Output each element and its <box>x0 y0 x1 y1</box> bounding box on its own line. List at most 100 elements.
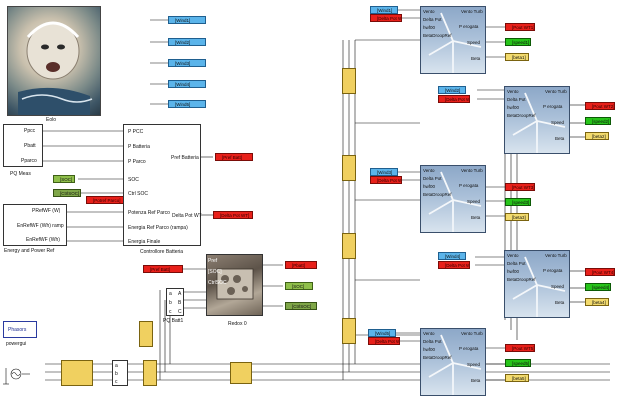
turbine-3-out-3: Beta <box>471 215 480 220</box>
from-tag-wind1[interactable]: [Wind1] <box>370 6 398 14</box>
turbine-4-in-0: Vento <box>507 253 519 258</box>
turbine-2-out-2: Speed <box>551 120 564 125</box>
goto-tag-ctrlsoc[interactable]: [CtrlSOC] <box>285 302 317 310</box>
goto-tag-wind2[interactable]: [Wind2] <box>168 38 206 46</box>
turbine-5-in-1: Delta Pot <box>423 339 442 344</box>
goto-tag-potref-parco[interactable]: [Potref Parco] <box>86 196 126 204</box>
pqbatt-port-C: C <box>178 309 182 315</box>
pqbatt-port-a: a <box>169 291 172 297</box>
from-tag-delta-pot-wt-5[interactable]: [Delta Pot WT] <box>368 337 400 345</box>
goto-tag-wind1[interactable]: [Wind1] <box>168 16 206 24</box>
pqbatt-port-B: B <box>178 300 181 306</box>
eolo-block[interactable] <box>7 6 101 116</box>
pq-meas-port-pparco: Pparco <box>21 158 37 164</box>
bus-meas-1[interactable] <box>230 362 252 384</box>
goto-tag-delta-pot-wt[interactable]: [Delta Pot WT] <box>213 211 253 219</box>
pq-meas-block[interactable]: Ppcc Pbatt Pparco <box>3 124 43 167</box>
turbine-1-out-0: Vento Turb <box>461 9 483 14</box>
powergui-block[interactable]: Phasors <box>3 321 37 338</box>
goto-tag-speed2[interactable]: [speed2] <box>585 117 611 125</box>
riser-meas-1[interactable] <box>342 68 356 94</box>
ctrl-in-energia-ref: Energia Ref Parco (rampa) <box>128 225 188 231</box>
turbine-1-in-3: BetaDroopRef <box>423 33 452 38</box>
goto-tag-pref-batt[interactable]: [Pref Batt] <box>215 153 253 161</box>
turbine-1-out-2: Speed <box>467 40 480 45</box>
turbine-3-in-0: Vento <box>423 168 435 173</box>
ctrl-in-pbatteria: P Batteria <box>128 144 150 150</box>
controllore-batteria-block[interactable]: P PCC P Batteria P Parco SOC Ctrl SOC Po… <box>123 124 201 246</box>
goto-tag-pout-wt3[interactable]: [Pout WT3] <box>505 183 535 191</box>
goto-tag-speed1[interactable]: [speed1] <box>505 38 531 46</box>
goto-tag-pout-wt4[interactable]: [Pout WT4] <box>585 268 615 276</box>
goto-tag-pout-wt1[interactable]: [Pout WT1] <box>505 23 535 31</box>
from-tag-soc[interactable]: [SOC] <box>53 175 75 183</box>
bus-meas-batt[interactable] <box>139 321 153 347</box>
from-tag-delta-pot-wt-3[interactable]: [Delta Pot WT] <box>370 176 402 184</box>
goto-tag-wind4[interactable]: [Wind4] <box>168 80 206 88</box>
grid-bus-port-b: b <box>115 371 118 377</box>
eolo-caption: Eolo <box>46 117 56 123</box>
from-tag-delta-pot-wt-2[interactable]: [Delta Pot WT] <box>438 95 470 103</box>
energy-power-ref-block[interactable]: PRefWF (W) EnRefWF (Wh) ramp EnRefWF (Wh… <box>3 204 67 246</box>
goto-tag-pout-wt2[interactable]: [Pout WT2] <box>585 102 615 110</box>
goto-tag-wind3[interactable]: [Wind3] <box>168 59 206 67</box>
turbine-3-out-1: P erogata <box>459 183 478 188</box>
riser-meas-4[interactable] <box>342 318 356 344</box>
turbine-5-in-3: BetaDroopRef <box>423 355 452 360</box>
goto-tag-speed4[interactable]: [speed4] <box>585 283 611 291</box>
turbine-5-out-0: Vento Turb <box>461 331 483 336</box>
turbine-2-out-0: Vento Turb <box>545 89 567 94</box>
turbine-4-out-0: Vento Turb <box>545 253 567 258</box>
turbine-3-out-2: Speed <box>467 199 480 204</box>
turbine-3-in-2: hwf00 <box>423 184 435 189</box>
riser-meas-3[interactable] <box>342 233 356 259</box>
pq-meas-port-pbatt: Pbatt <box>24 143 36 149</box>
turbine-1-out-3: Beta <box>471 56 480 61</box>
redox-battery-block[interactable]: Pref [SOC] CtrlSOC <box>206 254 263 316</box>
goto-tag-beta4[interactable]: [beta4] <box>585 298 609 306</box>
goto-tag-soc[interactable]: [SOC] <box>285 282 313 290</box>
riser-meas-2[interactable] <box>342 155 356 181</box>
goto-tag-speed5[interactable]: [speed5] <box>505 359 531 367</box>
from-tag-wind4[interactable]: [Wind4] <box>438 252 466 260</box>
turbine-1-in-1: Delta Pot <box>423 17 442 22</box>
goto-tag-beta3[interactable]: [beta3] <box>505 213 529 221</box>
grid-transformer[interactable] <box>61 360 93 386</box>
simulink-canvas: Eolo [Wind1] [Wind2] [Wind3] [Wind4] [Wi… <box>0 0 621 387</box>
goto-tag-pbatt[interactable]: [Pbatt] <box>285 261 317 269</box>
goto-tag-beta2[interactable]: [beta2] <box>585 132 609 140</box>
ctrl-out-delta-pot-wt: Delta Pot WT <box>172 213 202 219</box>
goto-tag-beta5[interactable]: [beta5] <box>505 374 529 382</box>
powergui-label: Phasors <box>8 327 26 333</box>
goto-tag-speed3[interactable]: [speed3] <box>505 198 531 206</box>
goto-tag-wind5[interactable]: [Wind5] <box>168 100 206 108</box>
eolo-face-image <box>8 7 100 115</box>
turbine-5-out-1: P erogata <box>459 346 478 351</box>
redox-in-soc: [SOC] <box>208 269 222 275</box>
from-tag-delta-pot-wt-1[interactable]: [Delta Pot WT] <box>370 14 402 22</box>
turbine-1-in-0: Vento <box>423 9 435 14</box>
pq-meas-port-ppcc: Ppcc <box>24 128 35 134</box>
grid-bus-port-a: a <box>115 363 118 369</box>
ctrl-out-pref-batteria: Pref Batteria <box>171 155 199 161</box>
turbine-4-out-1: P erogata <box>543 268 562 273</box>
turbine-3-in-3: BetaDroopRef <box>423 192 452 197</box>
from-tag-wind5[interactable]: [Wind5] <box>368 329 396 337</box>
grid-bus-block[interactable]: a b c <box>112 360 128 386</box>
from-tag-wind2[interactable]: [Wind2] <box>438 86 466 94</box>
turbine-2-in-0: Vento <box>507 89 519 94</box>
pq-batt1-block[interactable]: a b c A B C <box>166 288 184 316</box>
bus-meas-pcc[interactable] <box>143 360 157 386</box>
from-tag-wind3[interactable]: [Wind3] <box>370 168 398 176</box>
goto-tag-beta1[interactable]: [beta1] <box>505 53 529 61</box>
from-tag-delta-pot-wt-4[interactable]: [Delta Pot WT] <box>438 261 470 269</box>
from-tag-ctrlsoc[interactable]: [CtrlSOC] <box>53 189 81 197</box>
from-tag-pref-batt[interactable]: [Pref Batt] <box>143 265 183 273</box>
turbine-2-in-1: Delta Pot <box>507 97 526 102</box>
goto-tag-pout-wt5[interactable]: [Pout WT5] <box>505 344 535 352</box>
